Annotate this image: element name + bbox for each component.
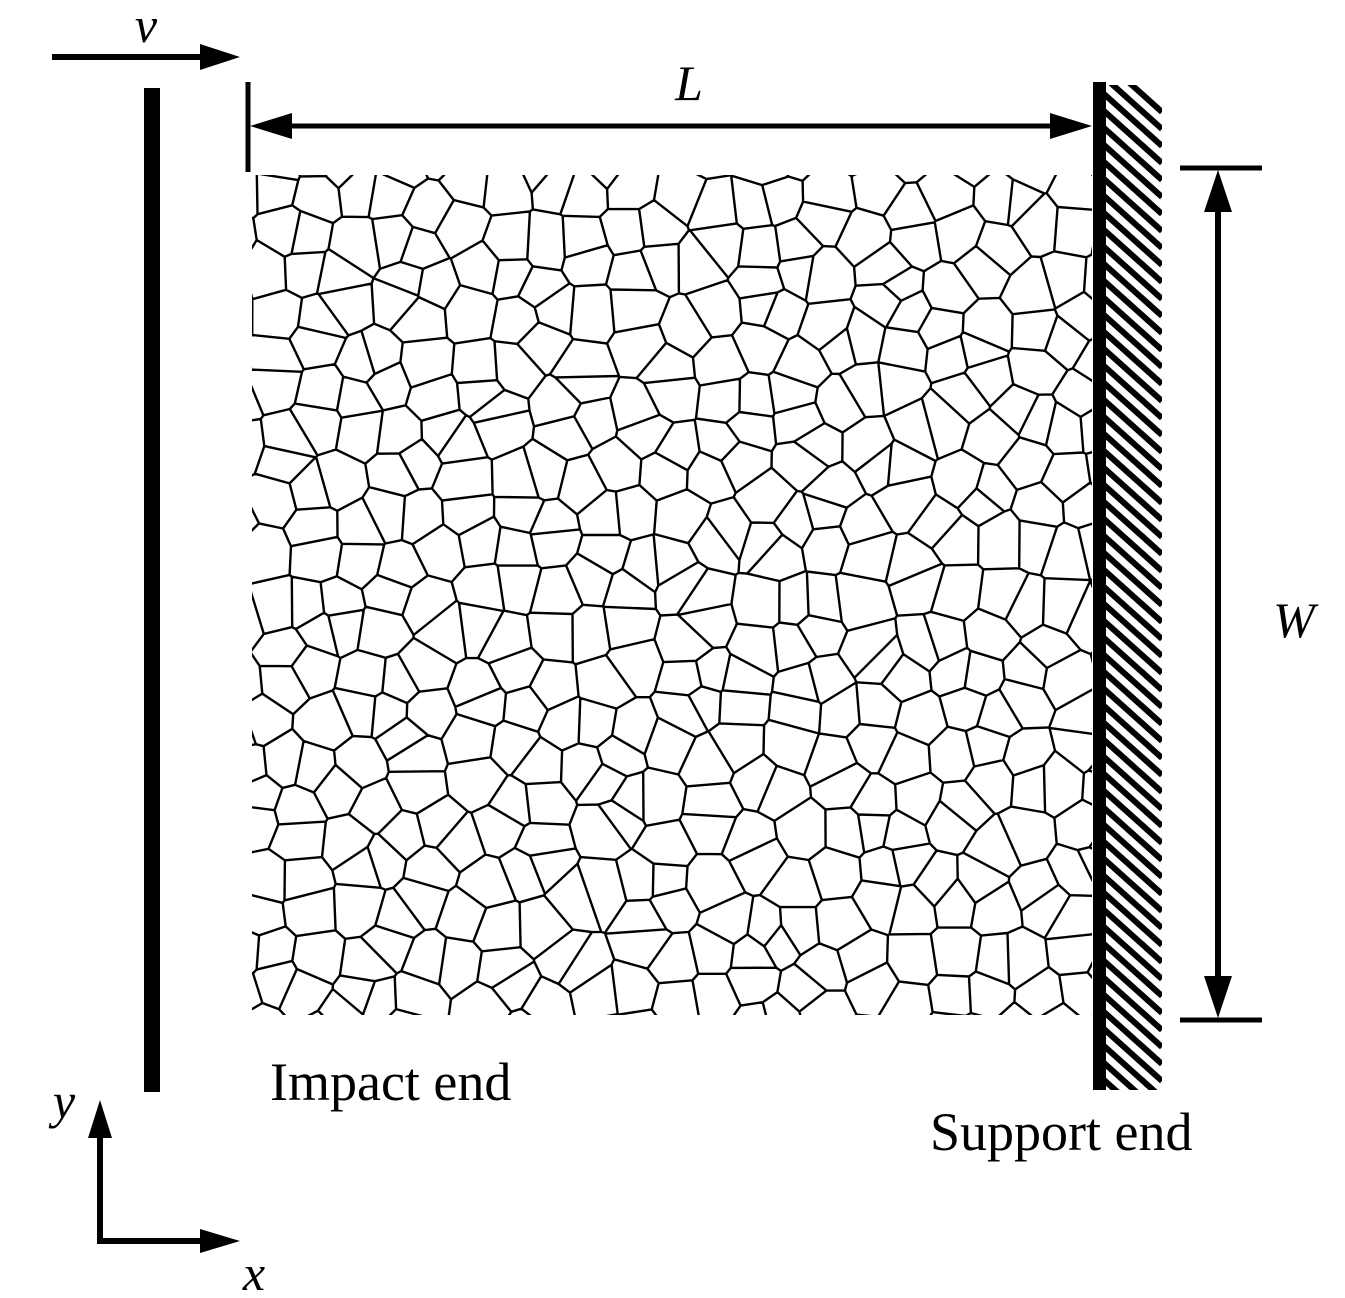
length-label: L (674, 55, 703, 111)
length-dimension (245, 82, 1092, 172)
width-label: W (1273, 592, 1319, 648)
width-dimension (1180, 165, 1262, 1023)
support-wall (1093, 82, 1106, 1090)
impactor-bar (144, 88, 160, 1092)
x-axis-label: x (242, 1245, 265, 1298)
grain-mesh (252, 175, 1092, 1015)
velocity-arrow-icon (52, 44, 240, 70)
grain-boundaries (252, 175, 1092, 1015)
velocity-label: v (135, 0, 158, 53)
support-end-label: Support end (930, 1102, 1193, 1162)
y-axis-label: y (48, 1073, 76, 1129)
hatched-wall-icon (1104, 85, 1162, 1090)
impact-end-label: Impact end (270, 1052, 511, 1112)
coordinate-axes-icon (88, 1100, 240, 1253)
